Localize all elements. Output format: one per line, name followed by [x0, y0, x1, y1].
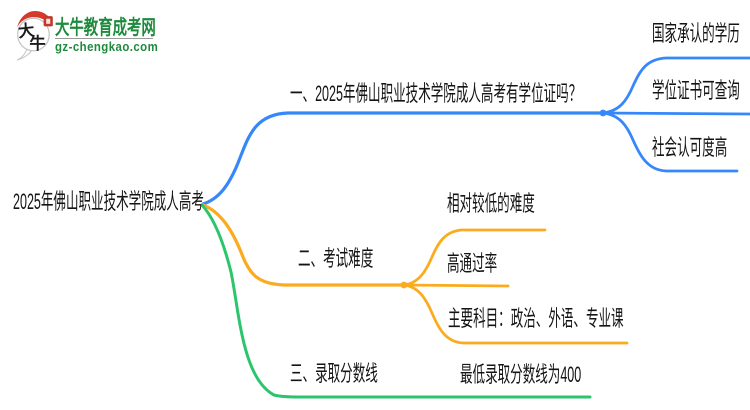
- branch2-topic[interactable]: 二、考试难度: [298, 246, 374, 271]
- branch1-wires: [201, 56, 750, 206]
- branch2-wires: [201, 203, 629, 345]
- branch2-child3[interactable]: 主要科目：政治、外语、专业课: [448, 306, 624, 331]
- root-topic[interactable]: 2025年佛山职业技术学院成人高考: [13, 189, 204, 214]
- site-logo-title[interactable]: 大牛教育成考网: [55, 17, 156, 39]
- logo-red-crescent: [17, 10, 53, 28]
- branch2-child1[interactable]: 相对较低的难度: [447, 191, 535, 216]
- logo-bubble: [17, 17, 50, 52]
- site-logo-icon[interactable]: 大 牛: [14, 7, 59, 61]
- branch1-child1[interactable]: 国家承认的学历: [652, 21, 740, 46]
- branch3-child1[interactable]: 最低录取分数线为400: [460, 362, 582, 387]
- logo-mark-char-2: 牛: [29, 34, 45, 53]
- site-logo-domain[interactable]: gz-chengkao.com: [55, 39, 159, 54]
- branch3-wires: [200, 203, 592, 399]
- logo-mark-char-1: 大: [17, 20, 36, 41]
- branch1-topic[interactable]: 一、2025年佛山职业技术学院成人高考有学位证吗？: [290, 81, 582, 106]
- branch1-child3[interactable]: 社会认可度高: [652, 135, 728, 160]
- branch1-child2[interactable]: 学位证书可查询: [652, 78, 740, 103]
- logo-divider: [55, 38, 153, 39]
- branch2-child2[interactable]: 高通过率: [447, 251, 498, 276]
- branch3-topic[interactable]: 三、录取分数线: [290, 361, 378, 386]
